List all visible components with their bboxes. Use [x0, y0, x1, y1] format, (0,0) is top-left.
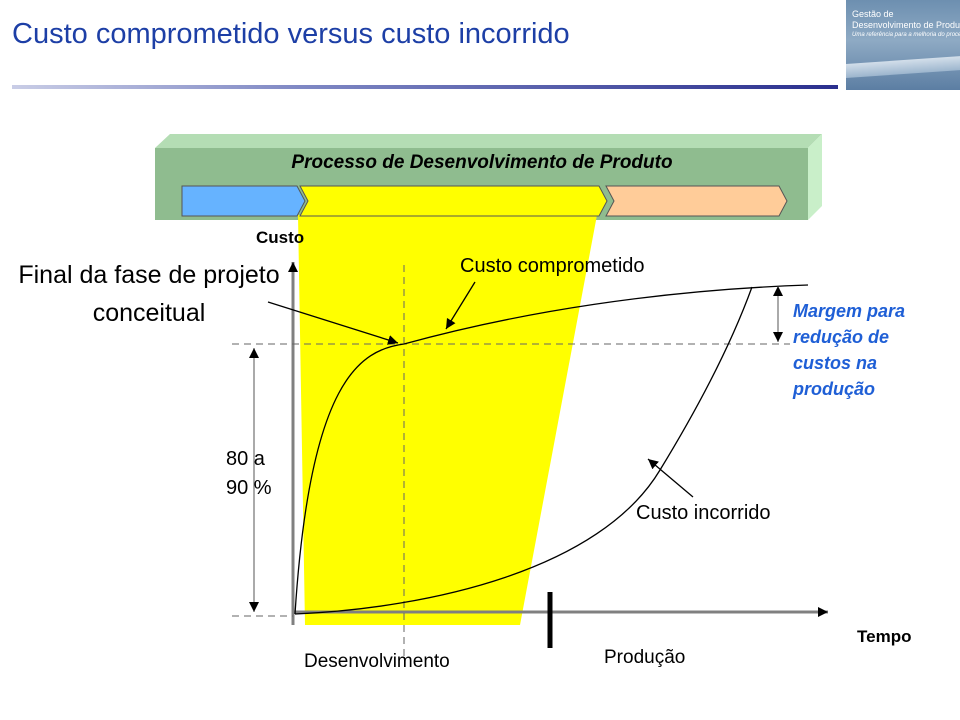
logo-line1: Gestão de	[852, 9, 894, 19]
logo: Gestão de Desenvolvimento de Produtos Um…	[846, 0, 960, 90]
incurred-label-arrow	[647, 458, 694, 498]
percent-label: 80 a 90 %	[226, 448, 272, 499]
committed-cost-label: Custo comprometido	[460, 255, 645, 277]
logo-line2: Desenvolvimento de Produtos	[852, 20, 960, 30]
phase-arrow-2	[299, 185, 608, 217]
logo-text: Gestão de Desenvolvimento de Produtos Um…	[852, 9, 960, 40]
committed-cost-curve	[294, 284, 809, 615]
margin-label: Margem para redução de custos na produçã…	[793, 301, 906, 399]
title-underline	[12, 85, 838, 89]
final-fase-arrow	[267, 301, 399, 345]
committed-label-arrow	[445, 281, 476, 330]
banner-side-face	[808, 134, 822, 220]
final-fase-callout: Final da fase de projeto conceitual	[18, 261, 280, 327]
development-region	[298, 215, 597, 625]
page-title: Custo comprometido versus custo incorrid…	[12, 18, 570, 50]
y-axis-label: Custo	[256, 228, 305, 247]
incurred-cost-label: Custo incorrido	[636, 502, 771, 524]
x-axis-label: Tempo	[857, 627, 912, 646]
phase-arrow-3	[605, 185, 788, 217]
incurred-cost-curve	[294, 286, 753, 615]
phase-production-label: Produção	[604, 647, 686, 668]
logo-tagline: Uma referência para a melhoria do proces…	[852, 32, 960, 38]
phase-development-label: Desenvolvimento	[304, 651, 450, 672]
phase-arrow-1	[181, 185, 306, 217]
banner-title: Processo de Desenvolvimento de Produto	[291, 152, 673, 173]
banner-top-face	[155, 134, 822, 148]
